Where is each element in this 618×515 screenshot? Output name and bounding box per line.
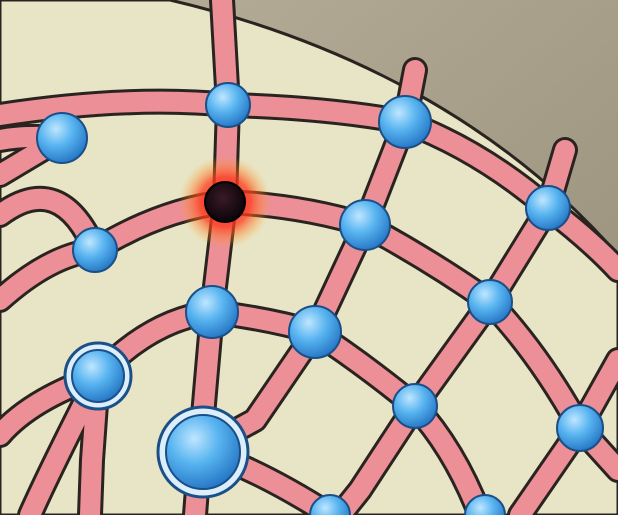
map-node[interactable]: [36, 112, 88, 164]
map-node[interactable]: [185, 285, 239, 339]
map-node[interactable]: [556, 404, 604, 452]
map-node[interactable]: [464, 494, 506, 515]
map-node[interactable]: [378, 95, 432, 149]
map-node[interactable]: [525, 185, 571, 231]
current-position-marker[interactable]: [179, 156, 271, 248]
map-node[interactable]: [467, 279, 513, 325]
nodes: [36, 82, 604, 515]
map-node[interactable]: [309, 494, 351, 515]
marker-dark-node: [204, 181, 246, 223]
large-node[interactable]: [63, 341, 133, 411]
large-node[interactable]: [156, 405, 250, 499]
map-node[interactable]: [392, 383, 438, 429]
map-node[interactable]: [72, 227, 118, 273]
map-node[interactable]: [205, 82, 251, 128]
map-node[interactable]: [339, 199, 391, 251]
map-node[interactable]: [288, 305, 342, 359]
